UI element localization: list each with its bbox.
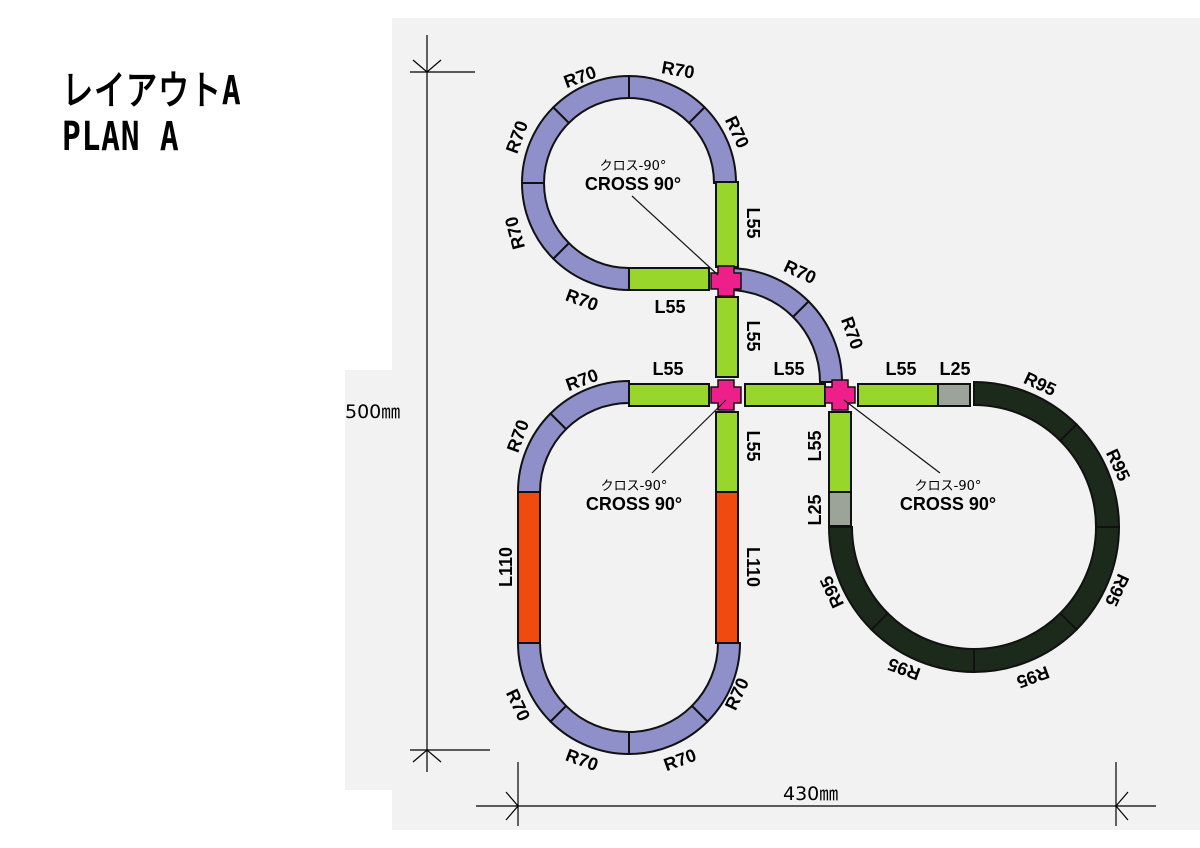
cross-90-center xyxy=(710,379,742,411)
straight-l55-top-horizontal xyxy=(628,267,710,291)
cross-label-right-jp: クロス-90° xyxy=(915,479,982,494)
track-pieces xyxy=(516,74,1121,756)
piece-label-7: L55 xyxy=(743,207,763,238)
title-english: PLAN A xyxy=(62,114,180,160)
leader-lines xyxy=(631,195,941,474)
straight-l55-right-horizontal xyxy=(857,383,939,407)
straight-l55-top-vertical xyxy=(715,181,739,268)
piece-label-17: L25 xyxy=(939,359,970,379)
straight-l25-horizontal xyxy=(937,383,971,407)
background-panel-left xyxy=(345,370,405,790)
cross-label-right-en: CROSS 90° xyxy=(900,494,996,514)
straight-l55-center-vertical xyxy=(715,296,739,378)
straight-l110-right xyxy=(715,491,739,644)
cross-label-center-jp: クロス-90° xyxy=(601,479,668,494)
straight-l25-vertical xyxy=(828,491,852,527)
straight-l55-right-vertical xyxy=(828,411,852,493)
piece-label-14: L55 xyxy=(652,359,683,379)
leader-cross-center xyxy=(651,399,727,474)
title-japanese: レイアウトA xyxy=(62,68,242,114)
dimension-lines xyxy=(410,35,1156,826)
piece-label-9: L55 xyxy=(743,320,763,351)
cross-label-center-en: CROSS 90° xyxy=(586,494,682,514)
straight-l55-lower-vertical xyxy=(715,411,739,493)
piece-label-8: L55 xyxy=(654,297,685,317)
leader-cross-top xyxy=(631,195,719,276)
piece-label-18: L55 xyxy=(743,430,763,461)
width-dimension: 430㎜ xyxy=(783,783,838,805)
piece-label-20: L25 xyxy=(805,494,825,525)
piece-label-16: L55 xyxy=(885,359,916,379)
straight-l55-left-horizontal xyxy=(628,383,710,407)
piece-label-15: L55 xyxy=(773,359,804,379)
straight-l55-center-horizontal xyxy=(744,383,826,407)
straight-l110-left xyxy=(517,491,541,644)
cross-label-top-en: CROSS 90° xyxy=(585,174,681,194)
leader-cross-right xyxy=(843,399,941,474)
height-dimension: 500㎜ xyxy=(345,401,400,423)
cross-label-top-jp: クロス-90° xyxy=(600,159,667,174)
curve-r70-middle-2 xyxy=(791,299,844,383)
piece-label-19: L55 xyxy=(805,430,825,461)
piece-label-27: L110 xyxy=(496,547,516,587)
cross-90-top xyxy=(710,265,742,297)
piece-label-28: L110 xyxy=(743,547,763,587)
